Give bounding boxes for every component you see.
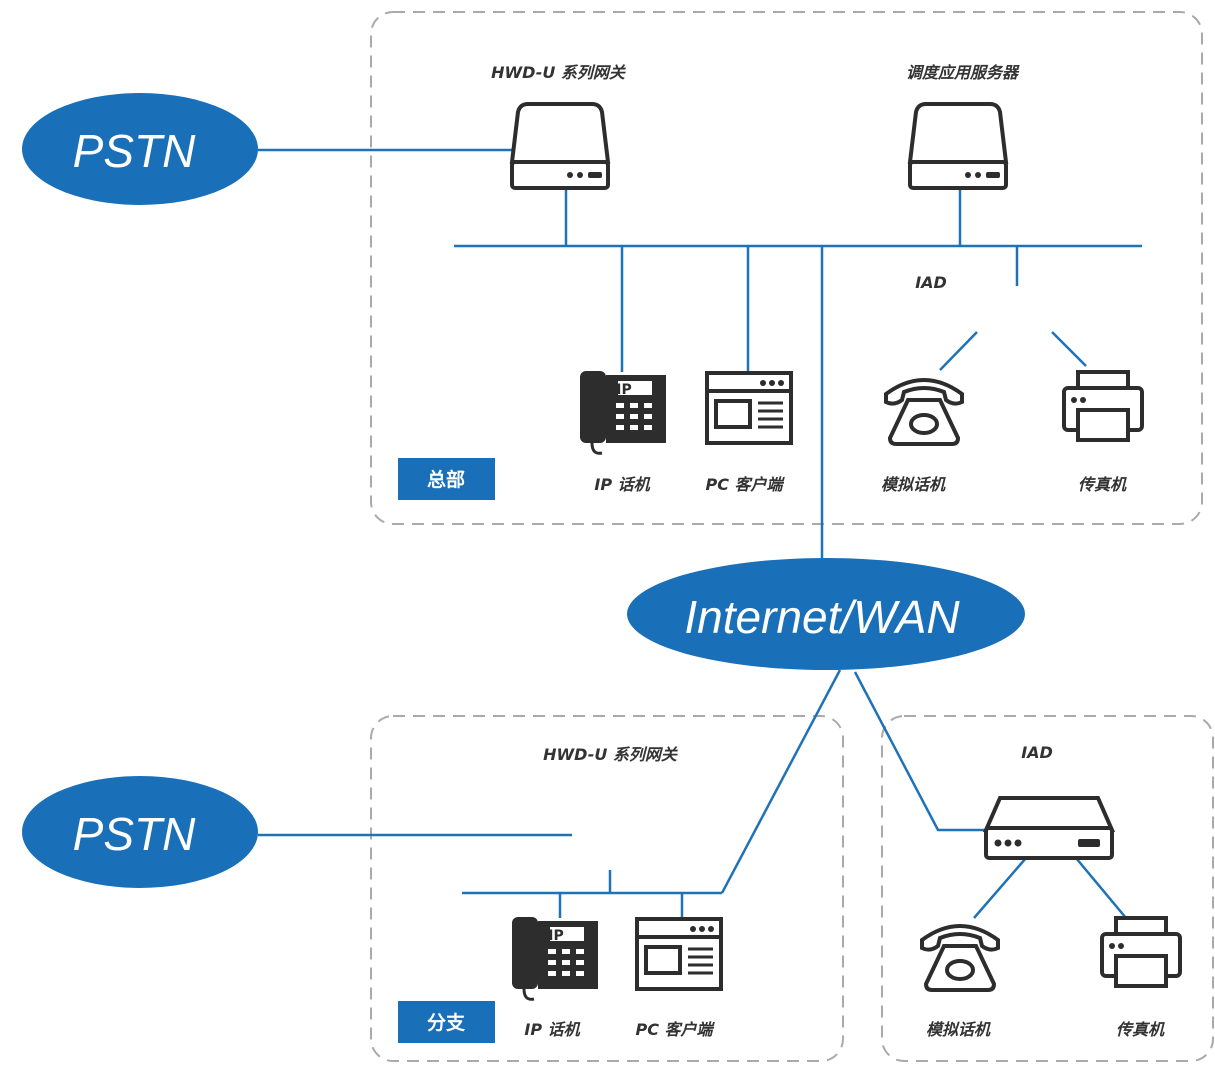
branch-frame [370,715,844,1062]
internet-wan-label: Internet/WAN [684,591,960,643]
hq-tag: 总部 [398,458,495,500]
branch-pc-client-label: PC 客户端 [635,1020,715,1039]
pstn-cloud-bottom: PSTN [22,776,258,888]
remote-frame [881,715,1214,1062]
ip-badge: IP [616,382,631,398]
branch-tag: 分支 [398,1001,495,1043]
network-links [258,148,1142,919]
remote-fax-label: 传真机 [1116,1020,1165,1039]
pstn-top-label: PSTN [73,125,196,177]
server-icon [908,102,1008,190]
pc-client-icon [705,371,793,445]
hq-ip-phone-label: IP 话机 [594,475,650,494]
internet-wan-cloud: Internet/WAN [627,558,1025,670]
hq-tag-label: 总部 [427,468,465,491]
branch-ip-phone-label: IP 话机 [524,1020,580,1039]
ip-badge: IP [548,928,563,944]
hq-frame [370,11,1203,525]
pstn-bottom-label: PSTN [73,808,196,860]
iad-device-icon [982,796,1116,860]
branch-tag-label: 分支 [427,1012,466,1034]
analog-phone-icon [920,924,1000,992]
hq-gateway-label: HWD-U 系列网关 [491,63,627,82]
remote-analog-phone-label: 模拟话机 [926,1020,991,1039]
pstn-cloud-top: PSTN [22,93,258,205]
hq-pc-client-label: PC 客户端 [705,475,785,494]
gateway-icon [510,102,610,190]
branch-gateway-label: HWD-U 系列网关 [543,745,679,764]
hq-fax-label: 传真机 [1078,475,1127,494]
hq-analog-phone-label: 模拟话机 [881,475,946,494]
pc-client-icon [635,917,723,991]
analog-phone-icon [884,378,964,446]
fax-icon [1062,370,1144,442]
fax-icon [1100,916,1182,988]
hq-server-label: 调度应用服务器 [906,63,1020,82]
hq-iad-label: IAD [915,273,947,292]
remote-iad-label: IAD [1021,743,1053,762]
